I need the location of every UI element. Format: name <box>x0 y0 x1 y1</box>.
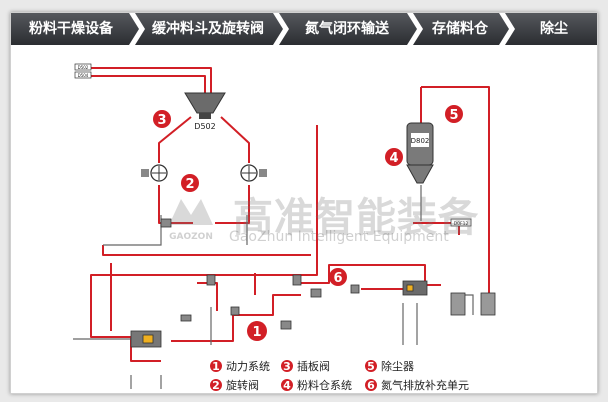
legend-item-6: 6 氮气排放补充单元 <box>365 378 469 392</box>
pipe-inlet-2 <box>89 75 206 93</box>
process-diagram: D502 D802 <box>11 45 597 393</box>
valve-block-7 <box>280 320 292 330</box>
marker-label: 2 <box>185 177 194 192</box>
watermark-logo-icon: GAOZON <box>169 199 213 242</box>
small-tags: D502 D504 D0F12 <box>74 63 472 227</box>
tab-label: 氮气闭环输送 <box>305 21 389 37</box>
filter-unit <box>402 280 428 296</box>
hopper-tag: D502 <box>194 122 215 131</box>
rotary-valve-left <box>141 164 168 182</box>
valve-block-8 <box>160 218 172 228</box>
tab-label: 缓冲料斗及旋转阀 <box>152 21 264 37</box>
legend-text: 动力系统 <box>226 360 270 373</box>
nav-background <box>11 13 597 45</box>
pipe-duster-return <box>421 86 490 293</box>
marker-label: 1 <box>252 325 261 340</box>
legend-text: 旋转阀 <box>226 378 259 392</box>
silo-tag: D802 <box>411 137 430 145</box>
marker-1: 1 <box>247 321 267 341</box>
tab-dust-removal[interactable]: 除尘 <box>511 13 597 45</box>
tab-label: 粉料干燥设备 <box>29 21 113 37</box>
aux-line-2 <box>103 215 162 246</box>
tab-buffer-hopper-rotary-valve[interactable]: 缓冲料斗及旋转阀 <box>141 13 275 45</box>
pipe-main-loop <box>90 125 318 338</box>
valve-block-1 <box>206 274 216 286</box>
marker-label: 5 <box>449 108 458 123</box>
legend-number: 2 <box>212 379 220 392</box>
dust-tank-2 <box>480 292 496 316</box>
marker-label: 3 <box>157 113 166 128</box>
pipe-left-branch <box>158 116 192 163</box>
pipe-nitrogen <box>301 264 441 286</box>
pipe-mid <box>102 245 311 256</box>
legend-number: 5 <box>367 360 375 373</box>
legend-item-4: 4 粉料仓系统 <box>281 378 352 392</box>
pipe-powder-line <box>171 294 301 342</box>
filter-indicator <box>406 284 414 292</box>
legend-text: 氮气排放补充单元 <box>381 378 469 392</box>
legend-number: 3 <box>283 360 291 373</box>
legend-text: 除尘器 <box>381 359 414 373</box>
rotary-valve-right <box>240 164 267 182</box>
legend-text: 粉料仓系统 <box>297 378 352 392</box>
tab-powder-drying[interactable]: 粉料干燥设备 <box>11 13 131 45</box>
tab-storage-silo[interactable]: 存储料仓 <box>419 13 501 45</box>
legend-item-1: 1 动力系统 <box>210 360 270 373</box>
marker-label: 6 <box>333 271 342 286</box>
marker-2: 2 <box>181 174 199 192</box>
tag-label: D502 <box>78 65 89 70</box>
pipe-left-down <box>158 185 193 224</box>
valve-block-3 <box>310 288 322 298</box>
silo-d802: D802 <box>406 122 434 184</box>
marker-6: 6 <box>329 268 347 286</box>
legend-text: 插板阀 <box>297 359 330 373</box>
figure-frame: 粉料干燥设备 缓冲料斗及旋转阀 氮气闭环输送 存储料仓 除尘 <box>10 12 598 394</box>
legend-number: 6 <box>367 379 375 392</box>
pipe-small-1 <box>197 282 218 311</box>
tag-label: D504 <box>78 73 89 78</box>
section-nav: 粉料干燥设备 缓冲料斗及旋转阀 氮气闭环输送 存储料仓 除尘 <box>11 13 597 45</box>
legend: 1 动力系统 3 插板阀 5 除尘器 2 旋转阀 <box>210 359 469 392</box>
equipment-blocks <box>130 218 496 348</box>
tab-label: 存储料仓 <box>432 21 488 37</box>
tab-nitrogen-closed-loop[interactable]: 氮气闭环输送 <box>285 13 409 45</box>
marker-5: 5 <box>445 105 463 123</box>
watermark-logo-text: GAOZON <box>169 232 213 242</box>
pipe-right-branch <box>220 116 250 163</box>
valve-block-5 <box>180 314 192 322</box>
pipe-right-down <box>215 185 250 224</box>
hopper-d502: D502 <box>184 92 226 131</box>
watermark-en: GaoZhun Intelligent Equipment <box>229 229 449 245</box>
tag-label: D0F12 <box>454 221 469 227</box>
legend-item-2: 2 旋转阀 <box>210 378 259 392</box>
legend-item-3: 3 插板阀 <box>281 359 330 373</box>
valve-block-2 <box>292 274 302 286</box>
marker-3: 3 <box>153 110 171 128</box>
dust-tank-1 <box>450 292 466 316</box>
valve-block-4 <box>230 306 240 316</box>
markers: 3 2 5 4 6 <box>153 105 463 341</box>
legend-number: 4 <box>283 379 291 392</box>
tab-label: 除尘 <box>540 21 568 37</box>
marker-label: 4 <box>389 151 398 166</box>
legend-number: 1 <box>212 360 220 373</box>
blower-indicator <box>142 334 154 344</box>
pipe-inlet-1 <box>89 67 212 93</box>
watermark-cn: 高准智能装备 <box>233 195 479 241</box>
legend-item-5: 5 除尘器 <box>365 359 414 373</box>
process-flow-svg: D502 D802 <box>73 63 496 392</box>
marker-4: 4 <box>385 148 403 166</box>
valve-block-6 <box>350 284 360 294</box>
